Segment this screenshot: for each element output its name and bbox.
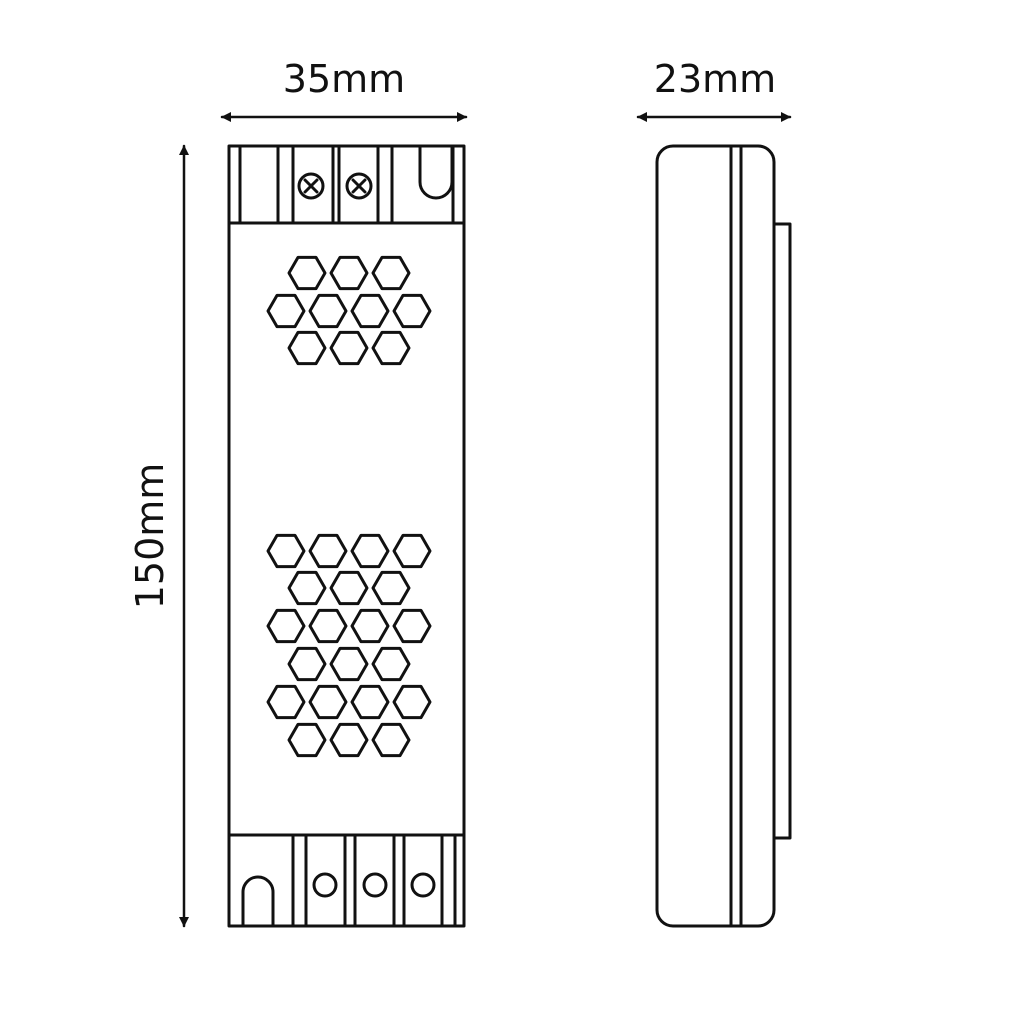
hexagon-vent-icon bbox=[308, 533, 348, 569]
hexagon-vent-icon bbox=[266, 608, 306, 644]
hexagon-vent-icon bbox=[308, 684, 348, 720]
hexagon-vent-icon bbox=[371, 722, 411, 758]
bottom-terminal-block bbox=[227, 833, 466, 928]
hexagon-vent-icon bbox=[329, 330, 369, 366]
hexagon-vent-icon bbox=[287, 330, 327, 366]
bottom-vent-grid bbox=[266, 533, 432, 758]
hexagon-vent-icon bbox=[329, 646, 369, 682]
hexagon-vent-icon bbox=[287, 722, 327, 758]
bottom-mounting-slot bbox=[241, 875, 275, 928]
hexagon-vent-icon bbox=[350, 293, 390, 329]
screw-x-icon bbox=[297, 172, 325, 200]
hexagon-vent-icon bbox=[371, 255, 411, 291]
hexagon-vent-icon bbox=[287, 570, 327, 606]
top-vent-grid bbox=[266, 255, 432, 366]
hexagon-vent-icon bbox=[287, 255, 327, 291]
hexagon-vent-icon bbox=[371, 330, 411, 366]
hexagon-vent-icon bbox=[329, 722, 369, 758]
hexagon-vent-icon bbox=[392, 608, 432, 644]
hexagon-vent-icon bbox=[266, 293, 306, 329]
hexagon-vent-icon bbox=[350, 533, 390, 569]
front-view bbox=[227, 144, 466, 928]
top-mounting-slot bbox=[418, 144, 454, 200]
hexagon-vent-icon bbox=[329, 570, 369, 606]
screw-hole-icon bbox=[410, 872, 436, 898]
width-label: 35mm bbox=[283, 57, 405, 101]
hexagon-vent-icon bbox=[329, 255, 369, 291]
side-body bbox=[655, 144, 776, 928]
screw-x-icon bbox=[345, 172, 373, 200]
top-terminal-block bbox=[227, 144, 466, 225]
width-dimension: 35mm bbox=[220, 57, 468, 122]
height-dimension: 150mm bbox=[128, 144, 189, 928]
height-label: 150mm bbox=[128, 463, 172, 610]
hexagon-vent-icon bbox=[350, 608, 390, 644]
depth-dimension: 23mm bbox=[636, 57, 792, 122]
hexagon-vent-icon bbox=[392, 533, 432, 569]
side-mounting-rail bbox=[772, 222, 792, 840]
screw-hole-icon bbox=[362, 872, 388, 898]
hexagon-vent-icon bbox=[287, 646, 327, 682]
hexagon-vent-icon bbox=[371, 646, 411, 682]
hexagon-vent-icon bbox=[392, 293, 432, 329]
hexagon-vent-icon bbox=[308, 293, 348, 329]
hexagon-vent-icon bbox=[350, 684, 390, 720]
side-view bbox=[655, 144, 792, 928]
hexagon-vent-icon bbox=[392, 684, 432, 720]
hexagon-vent-icon bbox=[371, 570, 411, 606]
hexagon-vent-icon bbox=[266, 684, 306, 720]
hexagon-vent-icon bbox=[266, 533, 306, 569]
hexagon-vent-icon bbox=[308, 608, 348, 644]
depth-label: 23mm bbox=[654, 57, 776, 101]
screw-hole-icon bbox=[312, 872, 338, 898]
